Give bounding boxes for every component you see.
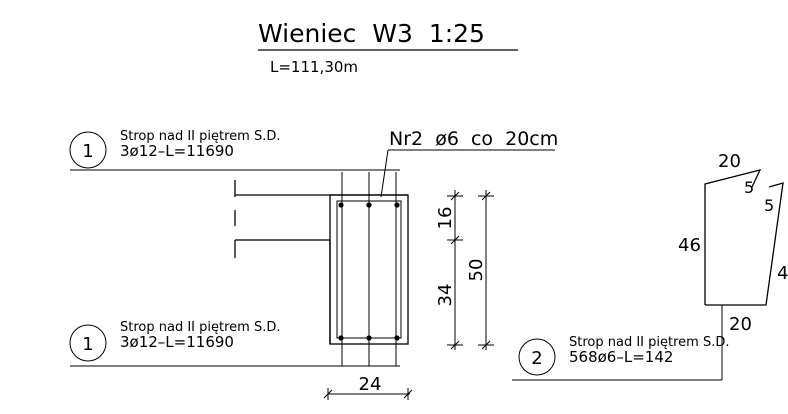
stirrup-bar-callout: 2 Strop nad II piętrem S.D. 568ø6–L=142: [512, 335, 729, 381]
shape-top-value: 20: [718, 151, 741, 172]
height-dimension-split: 16 34: [435, 190, 463, 350]
shape-bottom-value: 20: [729, 314, 752, 335]
beam-cross-section: [234, 172, 409, 366]
bottom-bar-number-circle: [69, 324, 107, 362]
top-bar-desc: Strop nad II piętrem S.D.: [120, 129, 280, 144]
total-height-value: 50: [466, 259, 487, 282]
stirrup-bar-spec: 568ø6–L=142: [569, 348, 673, 366]
height-dimension-total: 50: [466, 190, 494, 350]
bottom-bar-number: 1: [82, 334, 93, 355]
stirrup-shape-outline: [704, 169, 762, 305]
stirrup-label: Nr2 ø6 co 20cm: [389, 128, 558, 150]
width-dimension: 24: [323, 374, 413, 400]
drawing-title: Wieniec W3 1:25: [258, 19, 485, 48]
rebar-dot: [366, 202, 372, 208]
width-dimension-value: 24: [359, 374, 382, 395]
bottom-bar-desc: Strop nad II piętrem S.D.: [120, 320, 280, 335]
upper-height-value: 16: [435, 207, 456, 230]
lower-height-value: 34: [435, 284, 456, 307]
length-label: L=111,30m: [270, 58, 358, 76]
top-bar-number-circle: [69, 131, 107, 169]
stirrup-leader: [380, 149, 389, 198]
stirrup-bar-desc: Strop nad II piętrem S.D.: [569, 335, 729, 350]
rebar-dot: [338, 202, 344, 208]
rebar-dot: [366, 335, 372, 341]
shape-hook2-value: 5: [764, 196, 774, 215]
shape-left-value: 46: [678, 235, 701, 256]
bottom-bar-callout: 1 Strop nad II piętrem S.D. 3ø12–L=11690: [69, 320, 400, 367]
stirrup-shape: 20 5 5 46 4 20: [678, 151, 788, 380]
stirrup-bar-number-circle: [518, 338, 556, 376]
top-bar-callout: 1 Strop nad II piętrem S.D. 3ø12–L=11690: [69, 129, 400, 171]
stirrup-shape-right: [705, 182, 784, 306]
bottom-bar-spec: 3ø12–L=11690: [120, 333, 234, 351]
shape-hook1-value: 5: [744, 178, 754, 197]
rebar-dot: [338, 335, 344, 341]
shape-right-value: 4: [777, 263, 788, 284]
top-bar-number: 1: [82, 141, 93, 162]
rebar-dot: [394, 202, 400, 208]
stirrup-bar-number: 2: [531, 348, 542, 369]
top-bar-spec: 3ø12–L=11690: [120, 142, 234, 160]
rebar-dot: [394, 335, 400, 341]
